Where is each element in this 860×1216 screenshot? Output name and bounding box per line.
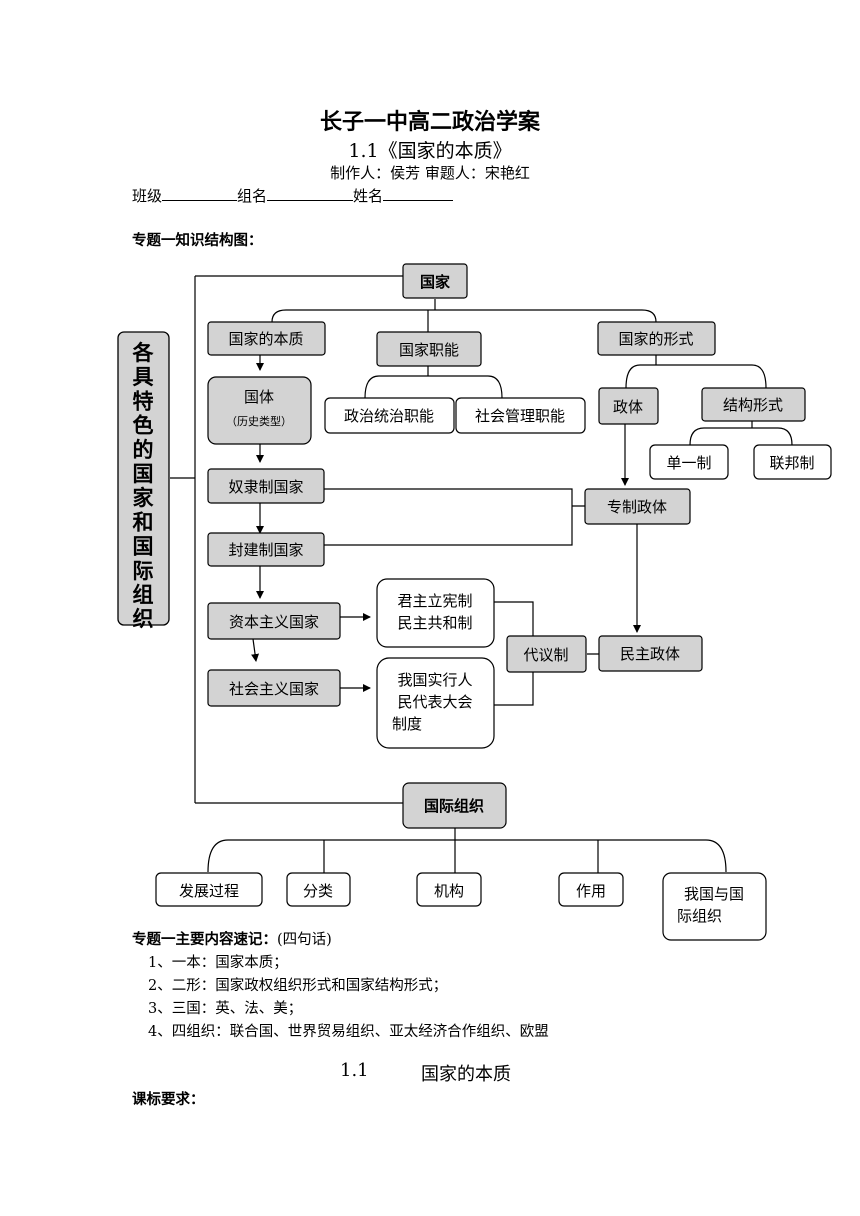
connector-lines [170,275,793,873]
feudal-state-box [207,532,325,567]
international-org-box [402,782,507,829]
intl-classification-label: 分类 [303,882,333,900]
slavery-state-box [207,468,325,504]
democratic-regime-label: 民主政体 [620,645,680,663]
constitutional-monarchy-label: 君主立宪制 [397,592,472,610]
intl-role-box [558,872,624,907]
intl-development-label: 发展过程 [179,882,239,900]
structure-form-label: 结构形式 [723,396,783,414]
lesson-subtitle: 1.1《国家的本质》 [348,140,512,162]
capitalist-state-label: 资本主义国家 [229,613,319,631]
memo-item-4: 4、四组织：联合国、世界贸易组织、亚太经济合作组织、欧盟 [148,1024,549,1040]
npc-line-1: 我国实行人 [397,671,472,689]
feudal-state-label: 封建制国家 [228,541,303,559]
structure-form-box [701,387,806,422]
china-intl-line-2: 际组织 [677,907,722,925]
intl-institution-label: 机构 [434,882,464,900]
memo-item-3: 3、三国：英、法、美； [148,1001,303,1017]
page-title: 长子一中高二政治学案 [319,109,540,135]
representative-system-label: 代议制 [523,646,568,664]
zhengti-label: 政体 [613,398,643,416]
zhengti-box [598,387,659,425]
democratic-regime-box [598,635,703,672]
class-label: 班级 [132,187,163,205]
root-state-label: 国家 [420,273,450,291]
side-topic-box [117,331,170,626]
authors-line: 制作人：侯芳 审题人：宋艳红 [330,164,530,182]
federal-system-box [753,444,832,480]
npc-system-box [376,657,495,749]
group-field[interactable] [267,185,354,201]
intl-classification-box [286,872,351,907]
class-field[interactable] [162,185,238,201]
npc-line-3: 制度 [392,715,422,733]
representative-system-box [506,635,587,673]
china-intl-line-1: 我国与国 [684,885,744,903]
memo-heading: 专题一主要内容速记： [132,931,277,948]
intl-role-label: 作用 [576,882,606,900]
china-and-intl-box [662,872,767,941]
socialist-state-box [207,669,341,707]
guoti-box [207,376,312,445]
intl-institution-box [416,872,482,907]
memo-note: (四句话) [277,932,332,948]
memo-heading-line: 专题一主要内容速记：(四句话) [132,928,332,949]
capitalist-state-box [207,602,341,640]
social-management-function-box [455,397,586,434]
root-state-box [402,263,468,299]
npc-line-2: 民代表大会 [397,693,472,711]
section-number: 1.1 [340,1060,369,1081]
slavery-state-label: 奴隶制国家 [228,478,303,496]
standard-heading: 课标要求： [132,1091,205,1108]
federal-label: 联邦制 [769,454,814,472]
democratic-republic-label: 民主共和制 [397,614,472,632]
state-essence-label: 国家的本质 [228,330,303,348]
political-rule-function-box [324,397,455,434]
despotic-regime-box [584,488,691,525]
state-essence-box [207,321,326,356]
state-forms-label: 国家的形式 [618,330,693,348]
section-name: 国家的本质 [421,1064,511,1085]
political-rule-label: 政治统治职能 [344,407,434,425]
guoti-label: 国体 [244,388,274,406]
international-org-label: 国际组织 [424,797,484,815]
unitary-system-box [649,444,729,480]
social-management-label: 社会管理职能 [475,407,565,425]
intl-development-box [155,872,263,907]
memo-item-2: 2、二形：国家政权组织形式和国家结构形式； [148,978,448,994]
section1-heading: 专题一知识结构图： [132,232,263,249]
socialist-state-label: 社会主义国家 [229,680,319,698]
side-topic-label: 各具特色的国家和国际组织 [132,341,155,631]
memo-item-1: 1、一本：国家本质； [148,955,288,971]
capitalist-forms-box [376,578,495,648]
state-functions-label: 国家职能 [399,341,459,359]
student-info-line: 班级 组名 姓名 [132,185,454,206]
unitary-label: 单一制 [666,454,711,472]
state-forms-box [597,321,716,356]
guoti-note: （历史类型） [226,414,292,428]
despotic-regime-label: 专制政体 [607,498,667,516]
name-field[interactable] [383,185,454,201]
state-functions-box [376,331,482,367]
group-label: 组名 [237,187,268,205]
name-label: 姓名 [353,187,384,205]
